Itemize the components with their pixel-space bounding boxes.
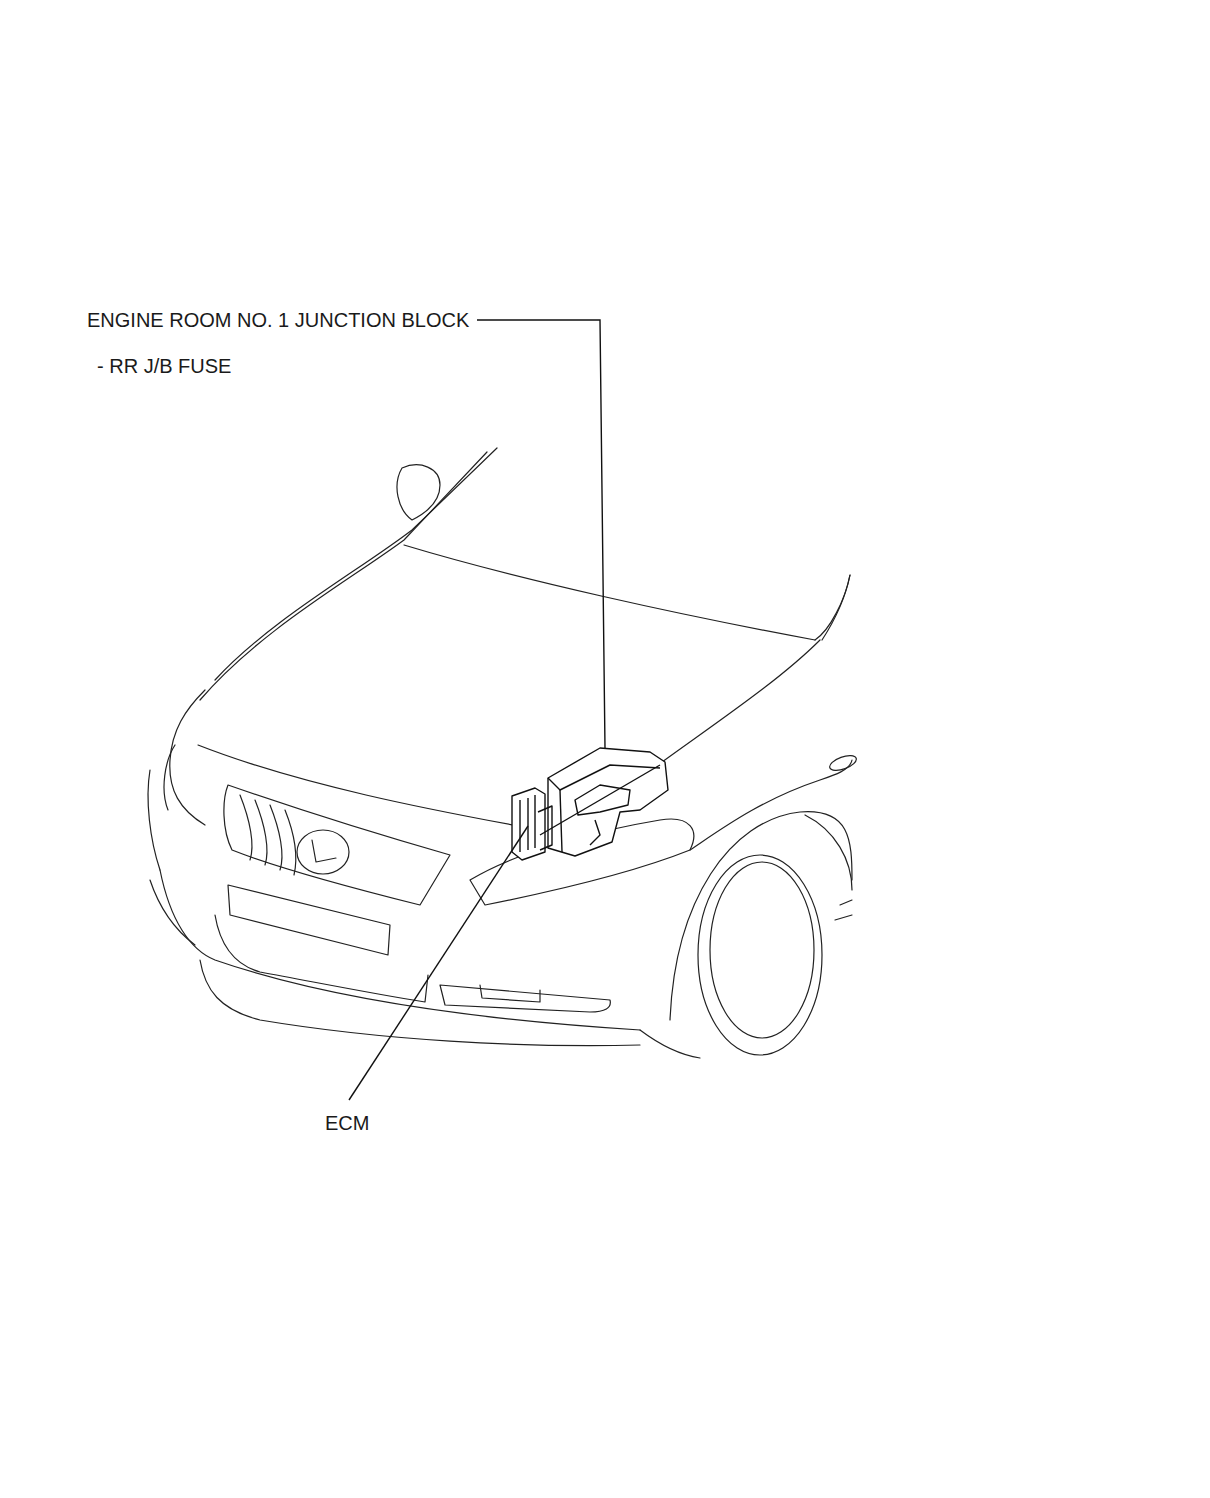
callout-label: ENGINE ROOM NO. 1 JUNCTION BLOCK <box>86 308 470 332</box>
leader-line <box>540 765 660 835</box>
callout-label: ECM <box>324 1111 370 1135</box>
leader-line <box>349 826 528 1100</box>
callout-label: - RR J/B FUSE <box>96 354 232 378</box>
leader-line <box>477 320 605 748</box>
